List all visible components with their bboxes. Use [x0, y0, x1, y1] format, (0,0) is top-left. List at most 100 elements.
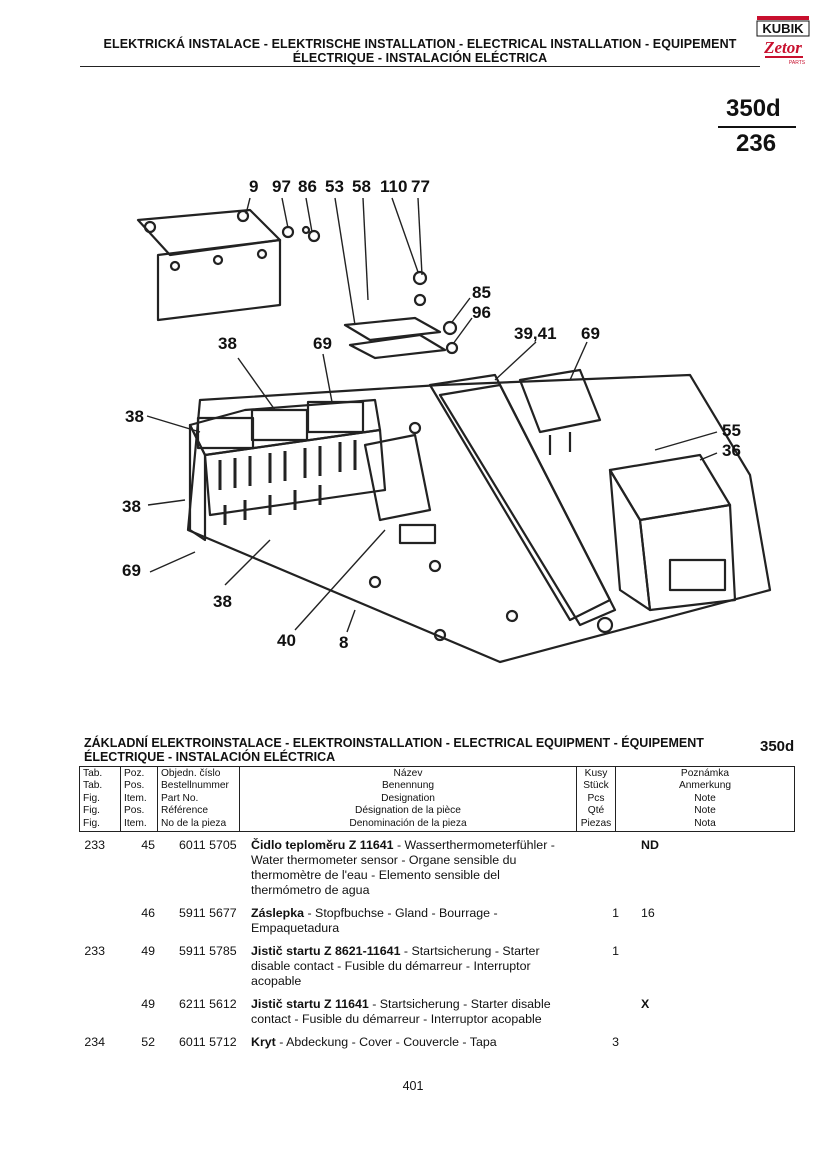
part-name-bold: Jistič startu Z 8621-11641: [251, 944, 401, 958]
callout-110: 110: [380, 177, 408, 196]
hdr-text: Item.: [124, 817, 147, 829]
model-rule: [718, 126, 796, 128]
header-rule: [80, 66, 760, 67]
callout-85: 85: [472, 283, 491, 302]
svg-text:KUBIK: KUBIK: [762, 21, 804, 36]
callout-96: 96: [472, 303, 491, 322]
row-description: Záslepka - Stopfbuchse - Gland - Bourrag…: [251, 906, 579, 936]
hdr-text: No de la pieza: [161, 817, 227, 829]
desc-line: disable contact - Fusible du démarreur -…: [251, 959, 531, 973]
hdr-text: Nota: [694, 817, 716, 829]
hdr-text: Qté: [587, 805, 605, 817]
row-qty: 1: [612, 906, 619, 920]
part-name-bold: Čidlo teploměru Z 11641: [251, 838, 394, 852]
callout-40: 40: [277, 631, 296, 650]
model-code: 350d: [726, 95, 781, 122]
table-row: 49 6211 5612 Jistič startu Z 11641 - Sta…: [79, 997, 795, 1035]
hdr-text: Pos.: [124, 805, 145, 817]
hdr-text: Tab.: [83, 768, 103, 779]
row-note: ND: [641, 838, 659, 852]
hdr-text: Kusy: [584, 768, 608, 779]
row-description: Kryt - Abdeckung - Cover - Couvercle - T…: [251, 1035, 579, 1050]
hdr-text: Item.: [124, 792, 147, 804]
hdr-text: Bestellnummer: [161, 780, 229, 792]
document-header-line2: ÉLECTRIQUE - INSTALACIÓN ELÉCTRICA: [292, 51, 548, 65]
svg-text:PARTS: PARTS: [789, 60, 806, 66]
row-tab: 233: [84, 944, 105, 958]
desc-line: contact - Fusible du démarreur - Interru…: [251, 1012, 542, 1026]
row-part-number: 5911 5677: [179, 906, 237, 920]
row-poz: 46: [141, 906, 155, 920]
callout-39-41: 39,41: [514, 324, 557, 343]
section-model-code: 350d: [760, 738, 795, 755]
hdr-text: Stück: [583, 780, 609, 792]
col-note: Poznámka Anmerkung Note Note Nota: [615, 765, 795, 833]
desc-line: Empaquetadura: [251, 921, 340, 935]
svg-text:Zetor: Zetor: [763, 38, 802, 57]
desc-line: Čidlo teploměru Z 11641 - Wasserthermome…: [251, 838, 555, 852]
hdr-text: Objedn. číslo: [161, 768, 221, 779]
row-tab: 234: [84, 1035, 105, 1049]
row-note: 16: [641, 906, 655, 920]
table-row: 233 45 6011 5705 Čidlo teploměru Z 11641…: [79, 838, 795, 906]
part-name-bold: Záslepka: [251, 906, 305, 920]
kubik-zetor-logo: KUBIK Zetor PARTS: [756, 16, 810, 66]
parts-table-header: Tab. Tab. Fig. Fig. Fig. Poz. Pos. Item.…: [79, 765, 795, 833]
part-name-bold: Kryt: [251, 1035, 276, 1049]
parts-table-body: 233 45 6011 5705 Čidlo teploměru Z 11641…: [79, 838, 795, 1055]
callout-77: 77: [411, 177, 430, 196]
callout-38-left: 38: [125, 407, 144, 426]
callout-69-right: 69: [581, 324, 600, 343]
callout-9: 9: [249, 177, 259, 196]
hdr-text: Référence: [161, 805, 209, 817]
table-row: 46 5911 5677 Záslepka - Stopfbuchse - Gl…: [79, 906, 795, 944]
hdr-text: Pos.: [124, 780, 145, 792]
hdr-text: Poznámka: [680, 768, 730, 779]
hdr-text: Anmerkung: [678, 780, 732, 792]
desc-line: Kryt - Abdeckung - Cover - Couvercle - T…: [251, 1035, 497, 1049]
page-number: 401: [402, 1079, 424, 1093]
document-header-line1: ELEKTRICKÁ INSTALACE - ELEKTRISCHE INSTA…: [103, 37, 737, 51]
table-row: 233 49 5911 5785 Jistič startu Z 8621-11…: [79, 944, 795, 997]
hdr-text: Désignation de la pièce: [355, 805, 461, 817]
row-description: Čidlo teploměru Z 11641 - Wasserthermome…: [251, 838, 579, 898]
hdr-text: Part No.: [161, 792, 199, 804]
hdr-text: Fig.: [83, 792, 100, 804]
callout-55: 55: [722, 421, 741, 440]
hdr-text: Fig.: [83, 805, 100, 817]
callout-53: 53: [325, 177, 344, 196]
col-qty: Kusy Stück Pcs Qté Piezas: [576, 765, 616, 833]
table-row: 234 52 6011 5712 Kryt - Abdeckung - Cove…: [79, 1035, 795, 1055]
row-description: Jistič startu Z 11641 - Startsicherung -…: [251, 997, 579, 1027]
col-poz: Poz. Pos. Item. Pos. Item.: [120, 765, 158, 833]
row-part-number: 6011 5712: [179, 1035, 237, 1049]
hdr-text: Název: [393, 768, 423, 779]
row-qty: 1: [612, 944, 619, 958]
col-name: Název Benennung Designation Désignation …: [239, 765, 577, 833]
callout-58: 58: [352, 177, 371, 196]
row-poz: 45: [141, 838, 155, 852]
desc-line: acopable: [251, 974, 302, 988]
hdr-text: Piezas: [580, 817, 612, 829]
callout-97: 97: [272, 177, 291, 196]
callout-38-mid: 38: [122, 497, 141, 516]
row-poz: 49: [141, 944, 155, 958]
hdr-text: Tab.: [83, 780, 103, 792]
callout-38-bottom: 38: [213, 592, 232, 611]
callout-69-top: 69: [313, 334, 332, 353]
row-poz: 49: [141, 997, 155, 1011]
row-part-number: 6011 5705: [179, 838, 237, 852]
row-tab: 233: [84, 838, 105, 852]
desc-line: Jistič startu Z 8621-11641 - Startsicher…: [251, 944, 540, 958]
desc-line: Jistič startu Z 11641 - Startsicherung -…: [251, 997, 551, 1011]
hdr-text: Poz.: [124, 768, 145, 779]
row-qty: 3: [612, 1035, 619, 1049]
col-tab: Tab. Tab. Fig. Fig. Fig.: [79, 765, 121, 833]
desc-line: thermómetro de agua: [251, 883, 370, 897]
callout-8: 8: [339, 633, 349, 652]
callout-36: 36: [722, 441, 741, 460]
callout-86: 86: [298, 177, 317, 196]
hdr-text: Designation: [381, 792, 435, 804]
desc-line: thermomètre de l'eau - Elemento sensible…: [251, 868, 500, 882]
fuse-box-exploded-diagram: [136, 197, 772, 664]
